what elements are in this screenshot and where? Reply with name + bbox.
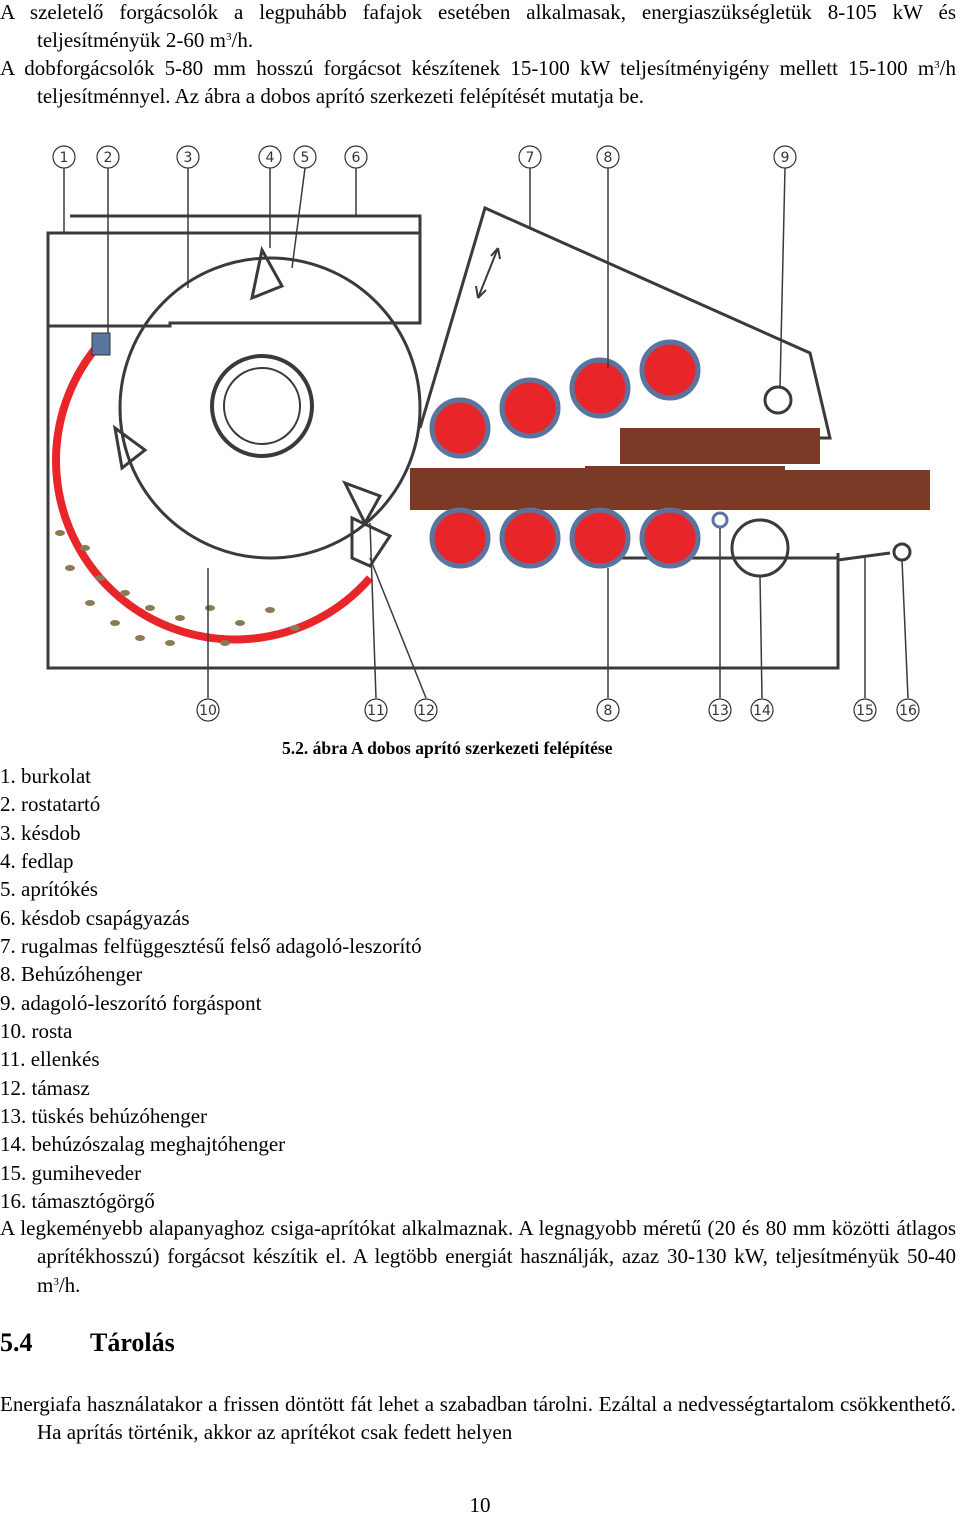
callout-circle (708, 698, 732, 722)
callout-circle (196, 698, 220, 722)
callout-circle (896, 698, 920, 722)
legend-item: 16. támasztógörgő (0, 1189, 155, 1214)
callout-circle (853, 698, 877, 722)
legend-item: 3. késdob (0, 820, 81, 845)
callout-label: 15 (856, 703, 874, 719)
legend-item: 1. burkolat (0, 764, 91, 788)
legend-item: 10. rosta (0, 1019, 73, 1044)
legend-item: 4. fedlap (0, 849, 74, 874)
callout-circle (96, 145, 120, 169)
callout-label: 7 (526, 150, 535, 166)
legend-item: 7. rugalmas felfüggesztésű felső adagoló… (0, 934, 422, 959)
callout-label: 6 (352, 150, 361, 166)
callout-circle (344, 145, 368, 169)
callout-circle (258, 145, 282, 169)
callout-label: 10 (199, 703, 217, 719)
section-number: 5.4 (0, 1328, 33, 1357)
legend-item: 15. gumiheveder (0, 1160, 142, 1185)
callout-label: 9 (781, 150, 790, 166)
callout-label: 8 (604, 150, 613, 166)
callout-circle (52, 145, 76, 169)
legend-item: 12. támasz (0, 1075, 90, 1100)
callout-circle (596, 145, 620, 169)
callout-label: 1 (60, 150, 69, 166)
callout-label: 5 (301, 150, 310, 166)
callout-circle (364, 698, 388, 722)
callout-label: 11 (367, 703, 385, 719)
callout-label: 2 (104, 150, 113, 166)
callout-circle (414, 698, 438, 722)
callout-label: 14 (753, 703, 771, 719)
callout-circle (750, 698, 774, 722)
callout-circle (773, 145, 797, 169)
callout-circle (596, 698, 620, 722)
intro-paragraph-2: A dobforgácsolók 5-80 mm hosszú forgácso… (0, 56, 956, 109)
callout-label: 16 (899, 703, 917, 719)
callout-label: 3 (184, 150, 193, 166)
callout-label: 4 (266, 150, 275, 166)
section-heading: 5.4 Tárolás (0, 1328, 175, 1358)
intro-paragraph-1: A szeletelő forgácsolók a legpuhább fafa… (0, 0, 956, 53)
legend-item: 9. adagoló-leszorító forgáspont (0, 990, 262, 1015)
legend-item: 14. behúzószalag meghajtóhenger (0, 1132, 286, 1157)
section-title: Tárolás (90, 1328, 175, 1357)
callout-circle (293, 145, 317, 169)
callout-circle (518, 145, 542, 169)
legend-item: 2. rostatartó (0, 792, 101, 817)
body-paragraph-1: A legkeményebb alapanyaghoz csiga-aprító… (0, 1216, 956, 1297)
legend-item: 6. késdob csapágyazás (0, 905, 190, 930)
legend-item: 5. aprítókés (0, 877, 98, 902)
body-paragraph-2: Energiafa használatakor a frissen döntöt… (0, 1392, 956, 1445)
page-number: 10 (469, 1493, 491, 1517)
callout-label: 8 (604, 703, 613, 719)
legend-item: 13. tüskés behúzóhenger (0, 1104, 208, 1129)
figure-legend: 1. burkolat 2. rostatartó 3. késdob 4. fedl… (0, 762, 422, 1216)
legend-item: 11. ellenkés (0, 1047, 100, 1072)
callout-label: 13 (711, 703, 729, 719)
figure-caption: 5.2. ábra A dobos aprító szerkezeti felé… (282, 738, 613, 758)
callout-label: 12 (417, 703, 435, 719)
callout-circle (176, 145, 200, 169)
legend-item: 8. Behúzóhenger (0, 962, 143, 987)
